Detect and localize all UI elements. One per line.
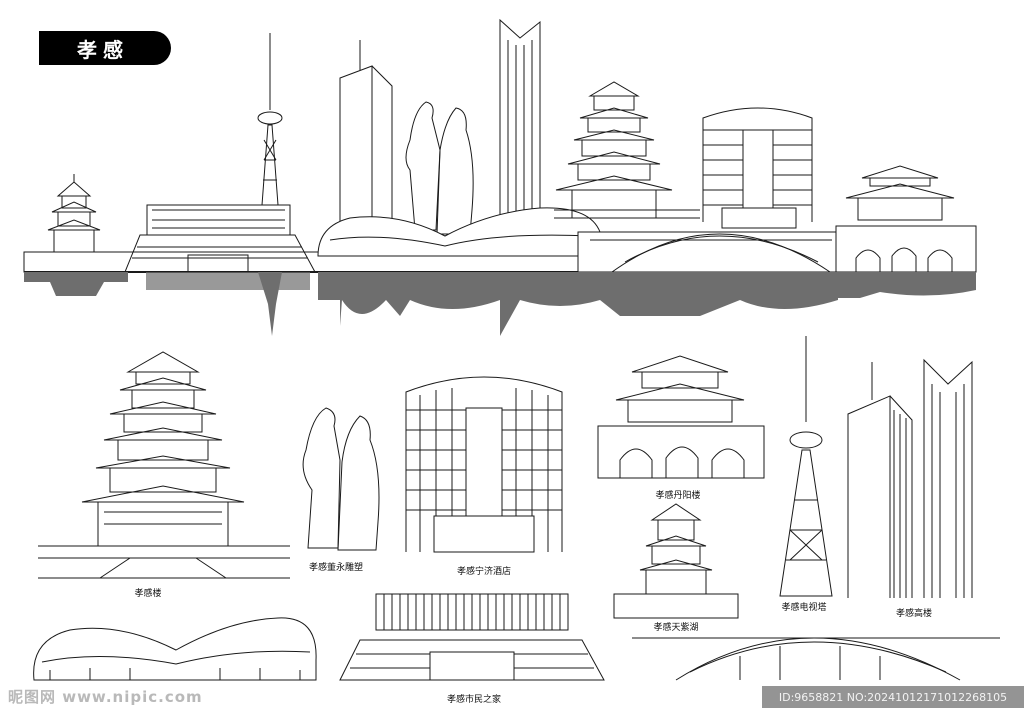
label-xiaogan-tower: 孝感楼 <box>134 589 162 599</box>
landmark-danyang-gate <box>597 355 765 479</box>
panorama-skyline <box>23 18 977 336</box>
label-civic-center: 孝感市民之家 <box>446 695 502 705</box>
water-reflection <box>24 272 976 336</box>
landmark-xiaogan-tower <box>38 351 290 579</box>
watermark-site: 昵图网 www.nipic.com <box>8 688 203 706</box>
panorama-highrises <box>339 18 541 228</box>
label-danyang-gate: 孝感丹阳楼 <box>655 491 701 501</box>
panorama-city-gate <box>835 165 977 273</box>
landmark-ningji-hotel <box>405 376 563 553</box>
panorama-stadium <box>317 207 601 257</box>
label-tv-tower: 孝感电视塔 <box>781 603 827 613</box>
label-ningji-hotel: 孝感宁济酒店 <box>456 567 512 577</box>
landmark-tianzi-pavilion <box>613 503 739 619</box>
watermark-id: ID:9658821 NO:20241012171012268105 <box>762 686 1024 708</box>
landmark-highrises <box>847 358 973 598</box>
label-tianzi-lake: 孝感天紫湖 <box>653 623 699 633</box>
panorama-hotel <box>702 107 813 229</box>
panorama-tv-tower <box>257 33 283 206</box>
landmark-dongyong-statue <box>302 407 380 551</box>
city-title-badge: 孝感 <box>39 31 171 65</box>
label-highrises: 孝感高楼 <box>895 609 933 619</box>
landmark-tv-tower <box>779 336 833 597</box>
landmark-stadium <box>33 617 317 681</box>
panorama-pavilion-left <box>47 174 101 253</box>
landmark-arch-station <box>632 637 1000 681</box>
panorama-pagoda <box>554 81 700 219</box>
landmark-civic-center <box>339 593 605 681</box>
label-dongyong-statue: 孝感董永雕塑 <box>308 563 364 573</box>
panorama-arch-station <box>577 231 839 273</box>
panorama-statue <box>405 101 474 235</box>
